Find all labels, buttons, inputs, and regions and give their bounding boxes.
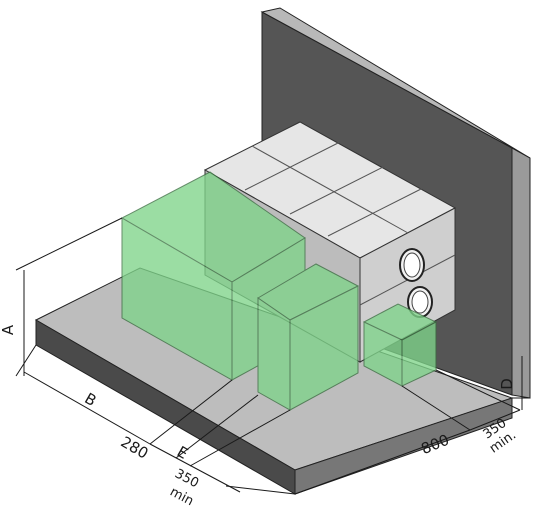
clearance-zones: [120, 171, 438, 411]
dim-b-ext: [149, 379, 233, 445]
clearance-box-medium: [257, 263, 360, 411]
duct-connection-upper-inner: [403, 252, 421, 278]
unit-panel-seam: [289, 165, 386, 215]
dim-tick-350: [225, 485, 296, 495]
clearance-box-large: [120, 171, 306, 381]
dimension-lines: [15, 217, 530, 495]
dim-800-ext: [294, 429, 471, 495]
unit-panel-seam: [251, 145, 409, 234]
duct-connection-lower-inner: [411, 290, 429, 314]
dim-800-line: [401, 385, 471, 431]
label-e: E: [174, 443, 191, 463]
label-a: A: [0, 324, 17, 335]
dim-a-ext-top: [15, 217, 123, 271]
dim-a-ext-bottom: [15, 344, 37, 377]
dim-tick-e-left: [175, 394, 259, 459]
clearance-box-small: [362, 303, 438, 387]
clearance-medium-side: [289, 285, 359, 411]
label-280: 280: [118, 433, 152, 463]
label-d: D: [498, 378, 516, 390]
dim-right-guide: [435, 369, 521, 411]
dim-front-line: [149, 443, 241, 493]
wall-side-face: [511, 147, 531, 399]
unit-panel-seam: [327, 187, 424, 237]
dim-b-line: [23, 371, 151, 445]
unit-panel-seam: [244, 141, 341, 191]
dim-350r-line: [469, 409, 521, 431]
wall-top-face: [260, 7, 531, 159]
dim-tick-e-right: [189, 409, 291, 467]
